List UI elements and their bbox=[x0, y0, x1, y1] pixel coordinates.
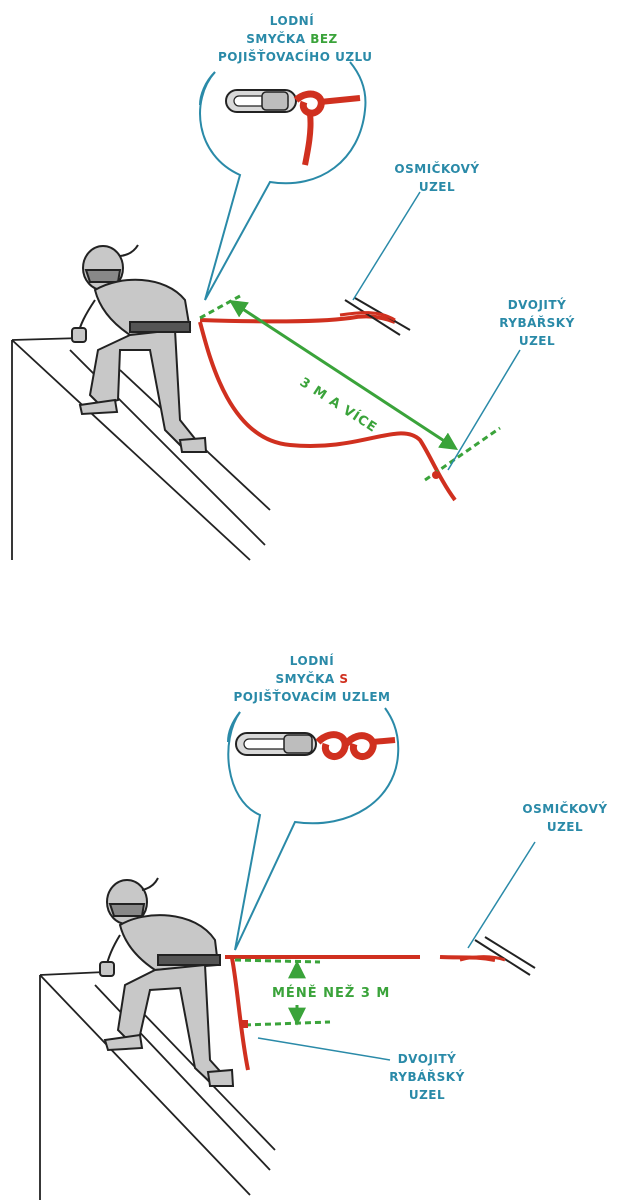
fisherman-label-bottom: DVOJITÝ RYBÁŘSKÝ UZEL bbox=[382, 1050, 472, 1104]
figure8-bottom-line2: UZEL bbox=[546, 820, 584, 834]
figure8-label-bottom: OSMIČKOVÝ UZEL bbox=[520, 800, 610, 836]
carabiner-icon-bottom bbox=[235, 732, 317, 756]
distance-marker-bottom bbox=[234, 958, 331, 1027]
callout-bottom-highlight: S bbox=[339, 672, 349, 686]
figure8-top-line2: UZEL bbox=[418, 180, 456, 194]
clove-hitch-backup-knot-icon bbox=[315, 731, 396, 760]
rope-top bbox=[198, 314, 457, 502]
fisherman-bottom-line1: DVOJITÝ bbox=[397, 1052, 457, 1066]
fisherman-top-line1: DVOJITÝ bbox=[507, 298, 567, 312]
climber-figure-top bbox=[71, 244, 208, 453]
fisherman-bottom-line3: UZEL bbox=[408, 1088, 446, 1102]
callout-label-top: LODNÍ SMYČKA BEZ POJIŠŤOVACÍHO UZLU bbox=[218, 12, 373, 66]
figure8-top-line1: OSMIČKOVÝ bbox=[394, 162, 480, 176]
callout-bottom-line3: POJIŠŤOVACÍM UZLEM bbox=[233, 690, 391, 704]
fisherman-bottom-line2: RYBÁŘSKÝ bbox=[389, 1070, 465, 1084]
carabiner-icon bbox=[225, 89, 297, 113]
callout-bottom-line1: LODNÍ bbox=[289, 654, 335, 668]
fisherman-knot-top bbox=[432, 471, 440, 479]
callout-bottom-line2: SMYČKA S bbox=[232, 670, 392, 688]
fisherman-top-line3: UZEL bbox=[518, 334, 556, 348]
callout-top-highlight: BEZ bbox=[310, 32, 338, 46]
callout-top-line1: LODNÍ bbox=[269, 14, 315, 28]
callout-bottom-prefix: SMYČKA bbox=[275, 672, 340, 686]
fisherman-label-top: DVOJITÝ RYBÁŘSKÝ UZEL bbox=[492, 296, 582, 350]
callout-top-line3: POJIŠŤOVACÍHO UZLU bbox=[218, 50, 373, 64]
clove-hitch-icon bbox=[293, 90, 361, 166]
panel-bottom bbox=[39, 707, 536, 1200]
callout-bubble-bottom bbox=[227, 707, 400, 951]
figure8-label-top: OSMIČKOVÝ UZEL bbox=[392, 160, 482, 196]
callout-bubble-top bbox=[199, 61, 367, 301]
figure8-bottom-line1: OSMIČKOVÝ bbox=[522, 802, 608, 816]
climber-figure-bottom bbox=[99, 877, 235, 1087]
leader-lines-bottom bbox=[257, 841, 536, 1061]
fisherman-knot-bottom bbox=[240, 1020, 248, 1028]
callout-top-line2: SMYČKA BEZ bbox=[218, 30, 366, 48]
cliff-edge-top bbox=[11, 337, 271, 561]
callout-top-prefix: SMYČKA bbox=[246, 32, 311, 46]
fisherman-top-line2: RYBÁŘSKÝ bbox=[499, 316, 575, 330]
leader-lines-top bbox=[352, 191, 521, 471]
callout-label-bottom: LODNÍ SMYČKA S POJIŠŤOVACÍM UZLEM bbox=[232, 652, 392, 706]
distance-marker-top bbox=[199, 294, 501, 482]
distance-label-bottom: MÉNĚ NEŽ 3 M bbox=[272, 986, 391, 1001]
rope-anchor-bottom bbox=[459, 936, 536, 976]
panel-top bbox=[11, 61, 521, 561]
